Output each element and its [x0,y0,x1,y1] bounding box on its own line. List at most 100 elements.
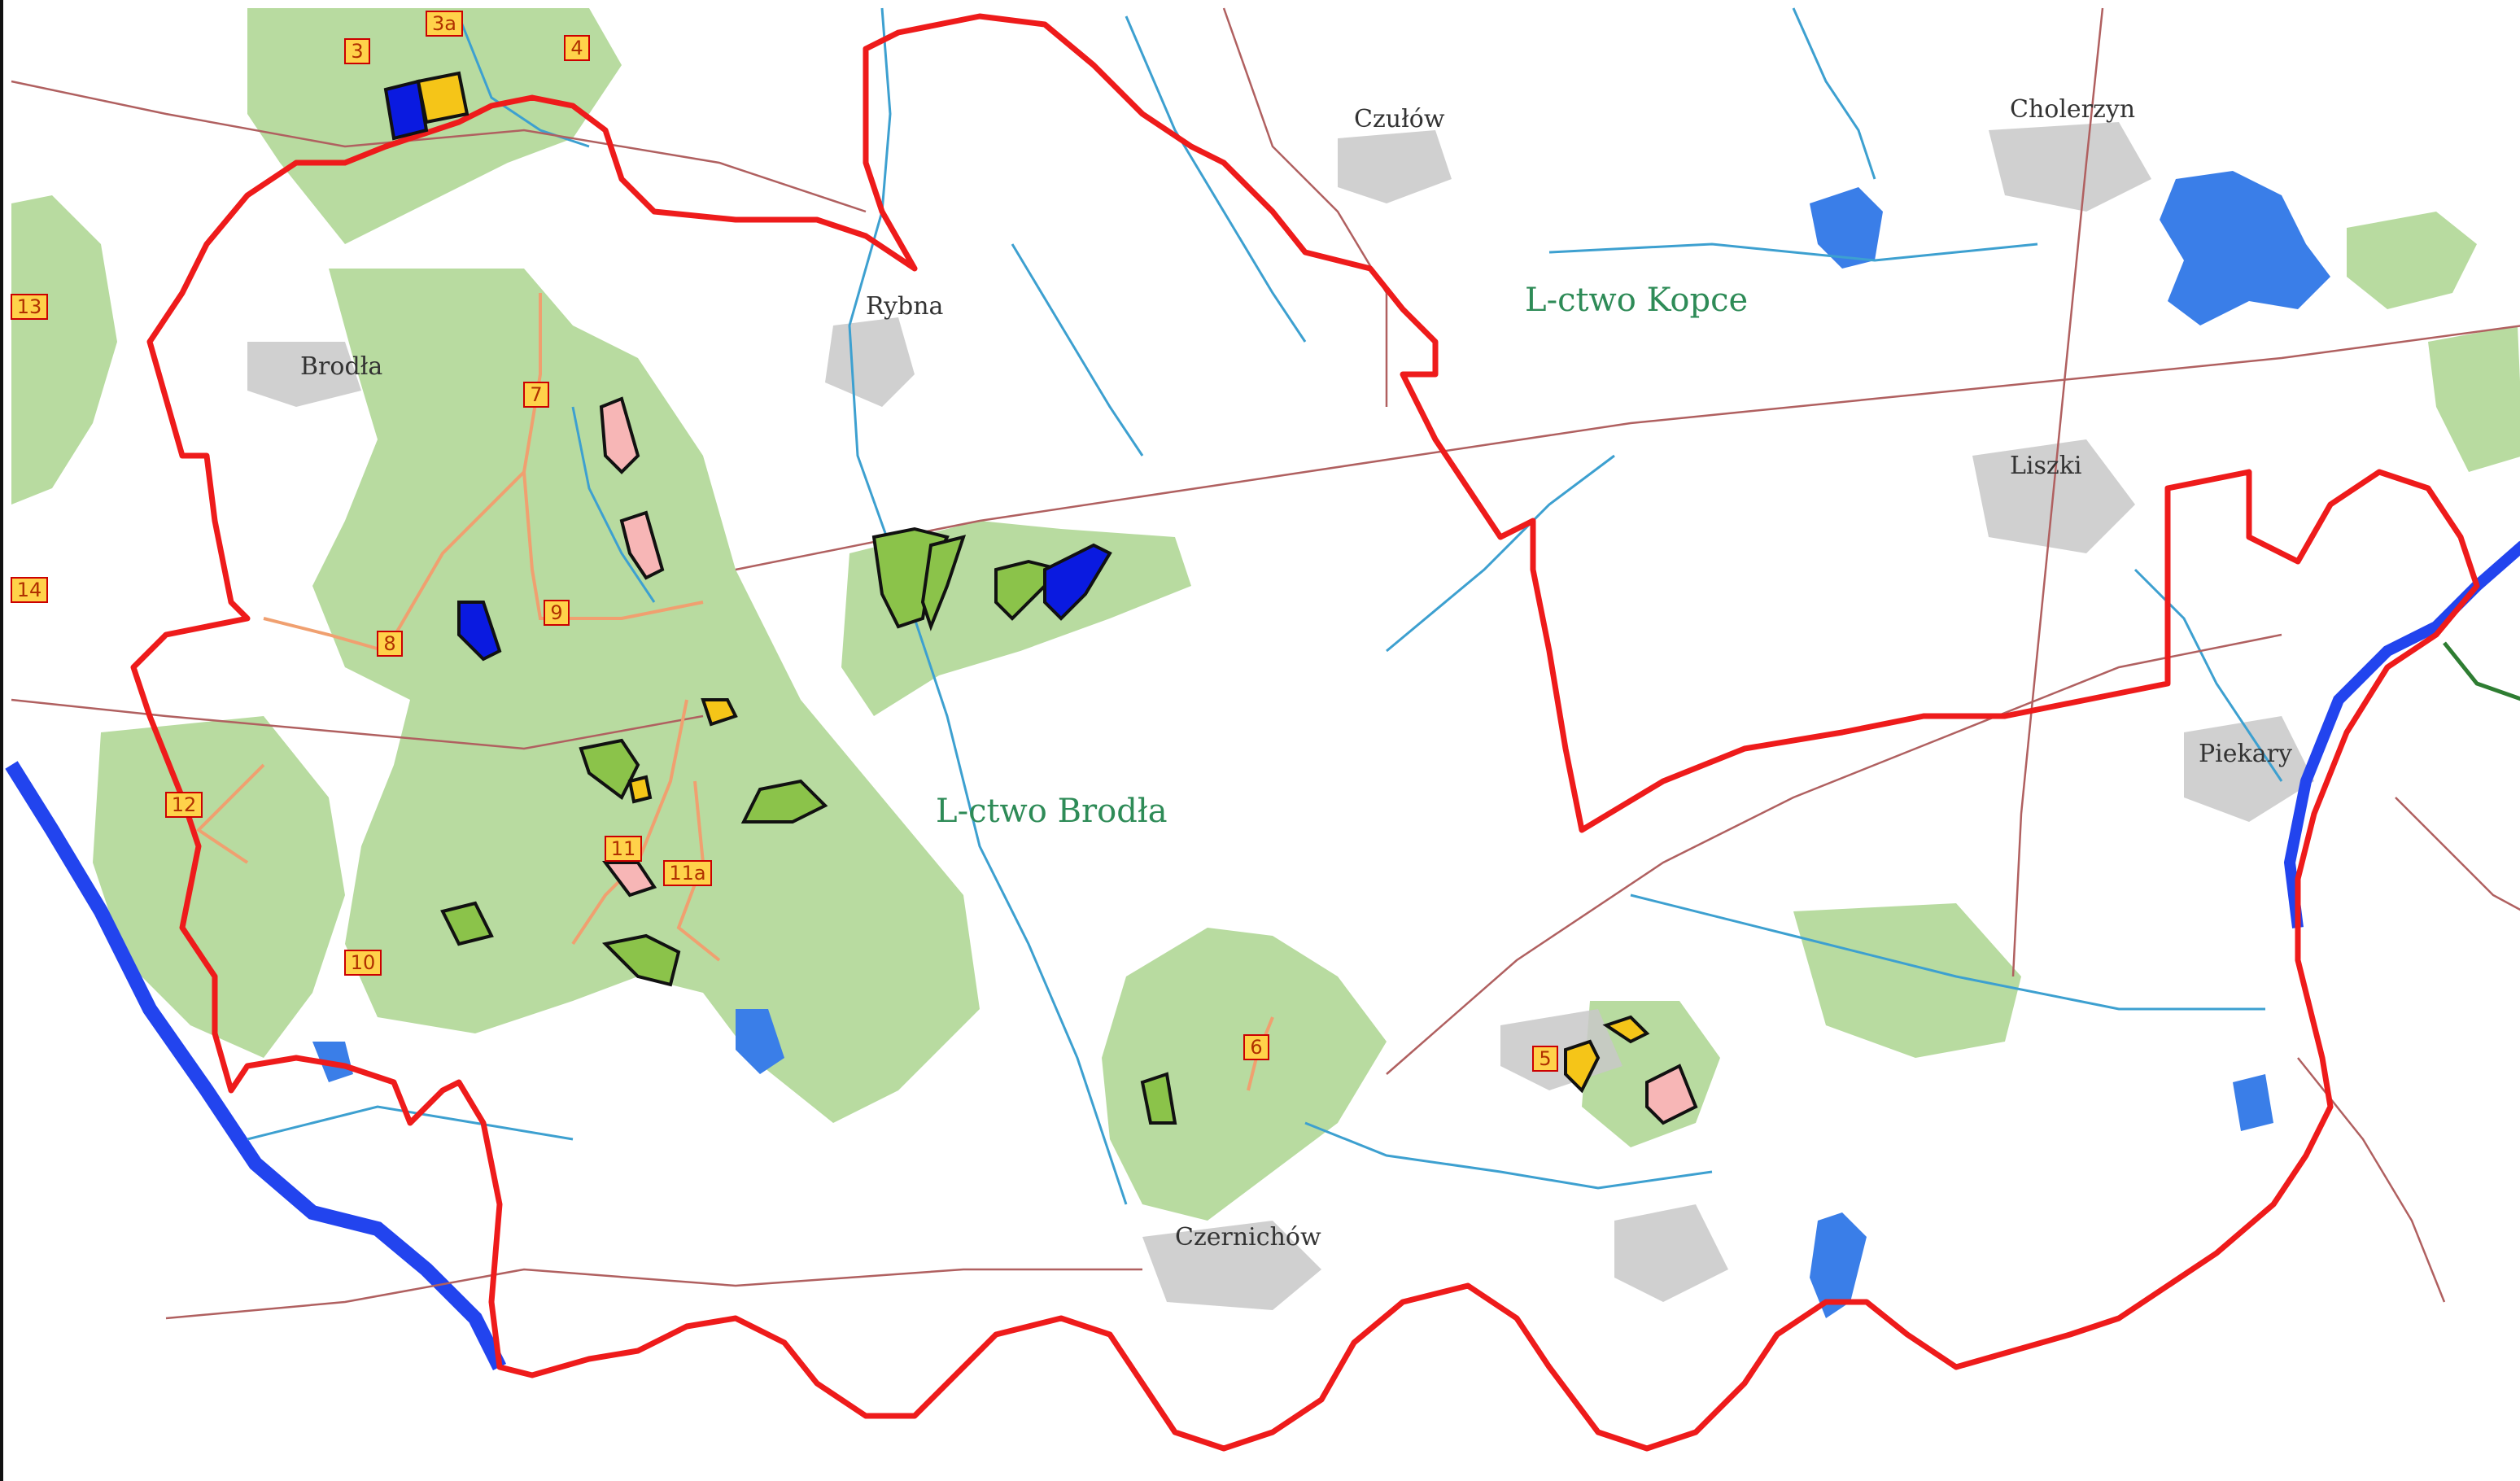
pond-southeast [2233,1074,2273,1131]
stream-2 [1125,15,1307,343]
stream-6 [247,1105,574,1141]
forest-area-south [1102,928,1387,1221]
town-label-czulow: Czułów [1354,105,1445,133]
route-badge-13-label: 13 [17,295,42,318]
compartment-pink-1[interactable] [599,396,640,474]
vistula-river-east [2283,540,2520,928]
route-badge-3-box [344,38,370,64]
compartment-pink-4[interactable] [1645,1064,1698,1125]
compartment-pink-2[interactable] [619,510,665,580]
compartment-blue-3[interactable] [383,79,429,141]
district-label-brodla: L-ctwo Brodła [936,793,1168,830]
route-badge-8[interactable]: 8 [377,631,403,657]
route-badge-4-box [564,35,590,61]
stream-11 [1011,243,1144,457]
town-label-rybna: Rybna [866,292,944,321]
district-label-kopce: L-ctwo Kopce [1525,282,1748,319]
stream-7 [1304,1121,1713,1190]
district-boundary-brodla [130,13,2480,1452]
route-badge-12-label: 12 [172,793,197,816]
trail-11a [676,780,721,962]
vistula-river-west [5,761,507,1371]
town-label-brodla: Brodła [300,352,382,381]
route-badge-4-label: 4 [570,37,583,59]
route-badge-4[interactable]: 4 [564,35,590,61]
settlement-czulow [1338,130,1452,203]
trail-7-9 [522,293,704,620]
compartment-green-8[interactable] [1140,1072,1177,1125]
route-badge-10-box [344,950,382,976]
route-badge-11a-label: 11a [669,862,705,885]
lake-kryspinow [2160,171,2330,325]
settlement-brodla [247,342,361,407]
settlement-rybna [825,317,915,407]
boundary-layer [130,13,2480,1452]
route-badge-13[interactable]: 13 [11,294,48,320]
settlement-cholerzyn [1989,122,2151,212]
route-badge-10[interactable]: 10 [344,950,382,976]
forest-area-east-2 [1793,903,2021,1058]
route-badge-8-box [377,631,403,657]
route-badge-3a[interactable]: 3a [426,11,463,37]
compartment-green-5[interactable] [740,779,828,824]
town-label-czernichow: Czernichów [1175,1223,1321,1252]
route-badge-14-label: 14 [17,579,42,601]
route-badge-14-box [11,577,48,603]
route-badge-3-label: 3 [351,40,363,63]
road-8 [2297,1057,2446,1303]
stream-8 [457,15,590,148]
stream-4 [1386,454,1615,653]
settlement-southeast [1614,1204,1728,1302]
compartment-green-2[interactable] [920,535,967,631]
pond-south-1 [1810,1212,1867,1318]
route-badge-11[interactable]: 11 [605,836,642,862]
compartment-yellow-2[interactable] [701,698,738,727]
compartment-yellow-1[interactable] [416,71,469,125]
compartment-blue-1[interactable] [1043,543,1112,621]
road-3 [2011,7,2104,977]
forest-area-northwest [247,8,622,244]
route-badge-13-box [11,294,48,320]
road-2 [735,325,2520,571]
route-badge-3a-label: 3a [432,12,456,35]
compartment-pink-3[interactable] [602,861,657,898]
compartment-green-7[interactable] [601,933,681,987]
road-5 [11,698,704,750]
forest-area-west [93,716,345,1058]
stream-12 [571,406,656,603]
route-badge-6-box [1243,1034,1269,1060]
compartment-layer [383,71,1698,1125]
compartment-green-6[interactable] [440,901,494,946]
map-canvas: 3 3a 4 7 8 9 10 11 11a 12 13 14 [5,7,2520,1452]
forest-area-west-edge [11,195,117,505]
stream-9 [1792,7,1876,180]
compartment-yellow-4[interactable] [1564,1039,1601,1094]
route-badge-5[interactable]: 5 [1532,1046,1558,1072]
route-badge-14[interactable]: 14 [11,577,48,603]
route-badge-7[interactable]: 7 [523,382,549,408]
forest-area-northeast [2347,212,2477,309]
route-badge-11-box [605,836,642,862]
compartment-blue-2[interactable] [457,601,502,662]
compartment-yellow-3[interactable] [627,775,653,804]
settlement-layer [247,122,2314,1310]
route-badge-5-box [1532,1046,1558,1072]
pond-northeast [1810,187,1883,269]
pond-southwest [736,1009,784,1074]
settlement-piekary [2184,716,2314,822]
route-badge-12[interactable]: 12 [165,792,203,818]
route-badge-10-label: 10 [351,951,376,974]
route-badge-5-label: 5 [1539,1047,1551,1070]
route-badge-3[interactable]: 3 [344,38,370,64]
route-badge-9[interactable]: 9 [544,600,570,626]
road-4 [1386,633,2282,1075]
route-badge-11a[interactable]: 11a [663,860,712,886]
route-badge-6-label: 6 [1250,1036,1262,1059]
road-9 [2395,797,2520,911]
route-badge-12-box [165,792,203,818]
route-badge-6[interactable]: 6 [1243,1034,1269,1060]
route-badge-9-box [544,600,570,626]
stream-3 [1548,242,2038,262]
compartment-yellow-5[interactable] [1602,1015,1650,1044]
